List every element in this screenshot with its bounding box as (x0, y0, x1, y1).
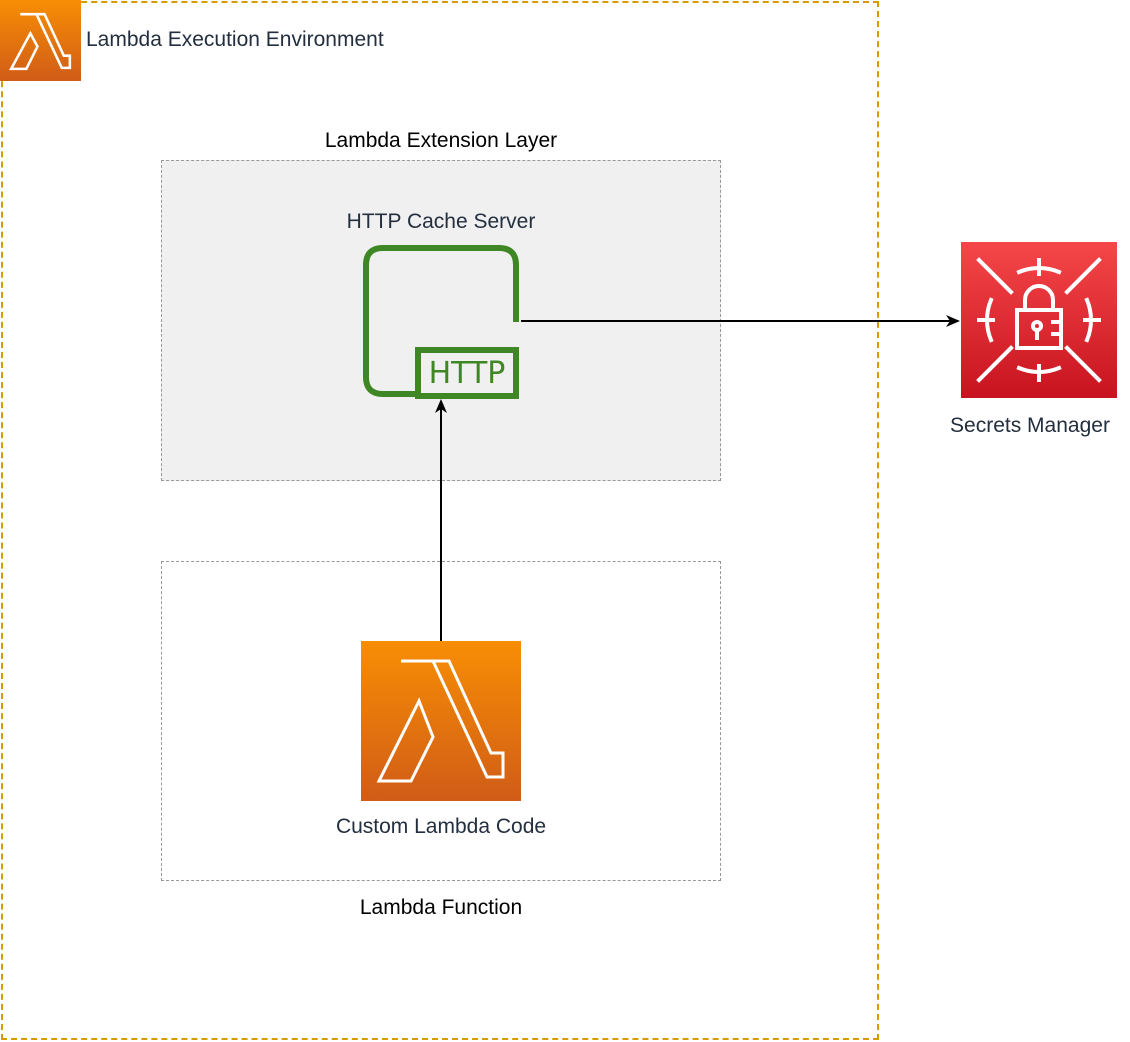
execution-environment-boundary (1, 1, 879, 1040)
secrets-manager-label: Secrets Manager (950, 414, 1110, 437)
extension-layer-label: Lambda Extension Layer (324, 129, 558, 152)
http-cache-server-label: HTTP Cache Server (346, 210, 536, 233)
http-server-icon: HTTP (361, 243, 521, 399)
custom-lambda-code-label: Custom Lambda Code (335, 815, 547, 838)
environment-label: Lambda Execution Environment (86, 28, 384, 51)
lambda-icon (0, 0, 81, 81)
lambda-function-label: Lambda Function (359, 896, 523, 919)
secrets-manager-icon (961, 242, 1117, 398)
lambda-icon (361, 641, 521, 801)
http-icon-text: HTTP (429, 356, 506, 391)
